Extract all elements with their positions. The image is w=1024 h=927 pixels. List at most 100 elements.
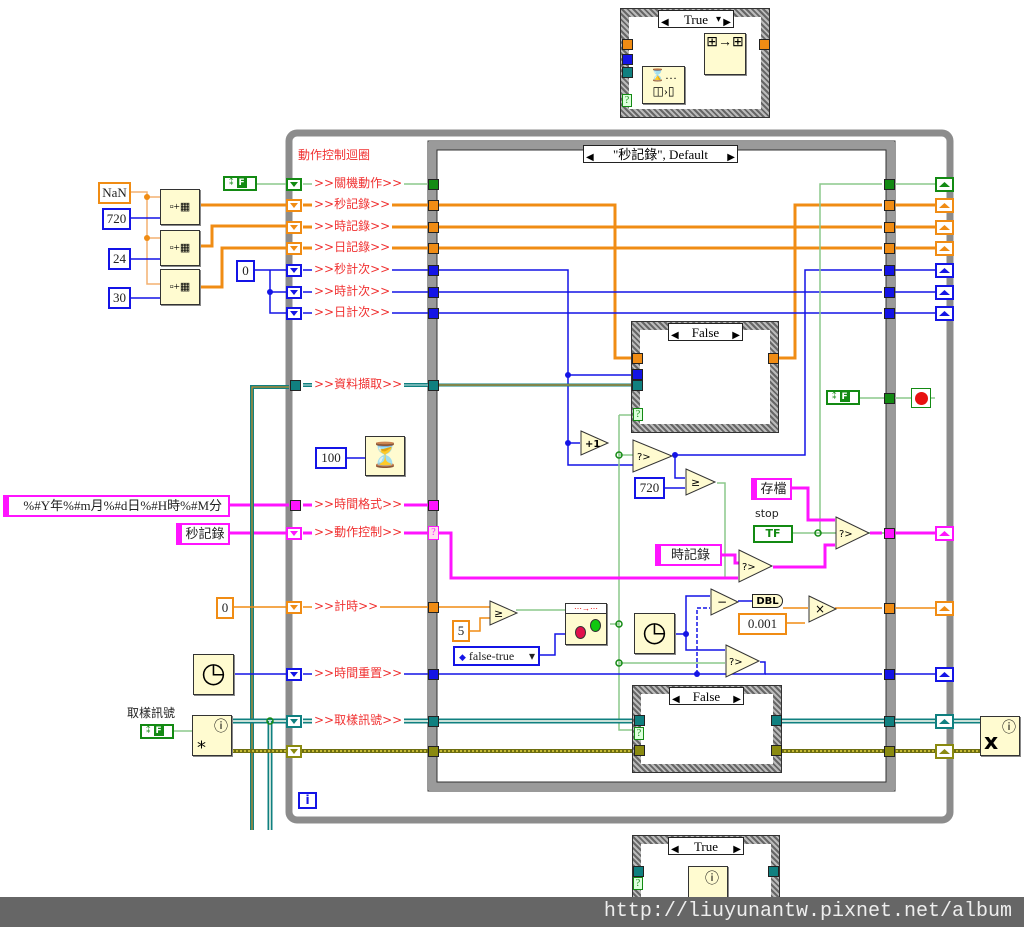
bottom-case-selector[interactable]: ◀ True ▶ bbox=[668, 837, 744, 855]
inner1-tunnel-array-in bbox=[632, 353, 643, 364]
next-case-icon[interactable]: ▶ bbox=[723, 17, 731, 28]
case-tunnel-left-11 bbox=[428, 669, 439, 680]
loop-label: 動作控制迴圈 bbox=[298, 148, 371, 162]
action-init-constant[interactable]: 秒記錄 bbox=[176, 523, 230, 545]
tick-count-node-left[interactable]: ◷ bbox=[193, 654, 234, 695]
inner-case-label-2: False bbox=[692, 689, 721, 704]
dropdown-icon[interactable]: ▾ bbox=[528, 649, 535, 663]
scale-constant[interactable]: 0.001 bbox=[738, 613, 787, 635]
bottom-case-label: True bbox=[693, 839, 719, 854]
shift-register-left-11 bbox=[286, 668, 302, 681]
compare-720-constant[interactable]: 720 bbox=[634, 477, 665, 499]
time-format-constant[interactable]: %#Y年%#m月%#d日%#H時%#M分 bbox=[3, 495, 230, 517]
loop-iteration-terminal: i bbox=[298, 792, 317, 809]
subtract-node[interactable]: − bbox=[710, 588, 740, 616]
edge-mode-enum[interactable]: ◆ false-true ▾ bbox=[453, 646, 540, 666]
top-case-tunnel-array bbox=[622, 39, 633, 50]
shift-register-down-icon bbox=[290, 311, 298, 316]
counter-zero-constant[interactable]: 0 bbox=[236, 260, 255, 282]
to-dbl-node[interactable]: DBL bbox=[752, 594, 783, 608]
boolean-edge-detect-node[interactable]: ⋯→⋯ bbox=[565, 603, 607, 645]
inner-case-selector-1[interactable]: ◀ False ▶ bbox=[668, 323, 743, 341]
shift-register-left-4 bbox=[286, 264, 302, 277]
sample-signal-false-constant[interactable]: ⁑F bbox=[140, 724, 174, 739]
top-case-tunnel-int bbox=[622, 54, 633, 65]
hour-size-constant[interactable]: 24 bbox=[108, 248, 131, 270]
prev-case-icon[interactable]: ◀ bbox=[671, 330, 679, 341]
shift-register-left-7 bbox=[290, 380, 301, 391]
next-case-icon[interactable]: ▶ bbox=[727, 152, 735, 163]
sec-size-constant[interactable]: 720 bbox=[102, 208, 131, 230]
shift-register-label: >>關機動作>> bbox=[312, 176, 405, 190]
shift-register-down-icon bbox=[290, 719, 298, 724]
select-node-action-outer[interactable]: ?> bbox=[835, 516, 871, 550]
prev-case-icon[interactable]: ◀ bbox=[671, 844, 679, 855]
inner-case-selector-2[interactable]: ◀ False ▶ bbox=[669, 687, 744, 705]
edge-mode-value: false-true bbox=[468, 649, 515, 663]
day-size-constant[interactable]: 30 bbox=[108, 287, 131, 309]
select-node-timer[interactable]: ?> bbox=[725, 644, 761, 678]
initialize-array-node-day[interactable]: ▫+▦ bbox=[160, 269, 200, 305]
timer-init-constant[interactable]: 0 bbox=[216, 597, 234, 619]
shutdown-false-constant-inner[interactable]: ⁑F bbox=[826, 390, 860, 405]
shift-register-right-0 bbox=[935, 177, 954, 192]
compare-5-constant[interactable]: 5 bbox=[452, 620, 470, 642]
init-array-icon: ▫+▦ bbox=[169, 242, 191, 254]
increment-node[interactable]: +1 bbox=[580, 430, 610, 456]
release-notifier-node[interactable]: x ⓘ bbox=[980, 716, 1020, 756]
next-case-icon[interactable]: ▶ bbox=[733, 694, 741, 705]
next-case-icon[interactable]: ▶ bbox=[733, 844, 741, 855]
next-case-icon[interactable]: ▶ bbox=[732, 330, 740, 341]
bottom-case-tunnel-notifier-out bbox=[768, 866, 779, 877]
shift-register-right-error bbox=[935, 744, 954, 759]
sample-signal-label: 取樣訊號 bbox=[127, 706, 176, 720]
stop-button-terminal[interactable]: TF bbox=[753, 525, 793, 543]
shutdown-false-constant[interactable]: ⁑F bbox=[223, 176, 257, 191]
while-loop-frame bbox=[285, 129, 954, 824]
shift-register-label: >>日計次>> bbox=[312, 305, 393, 319]
case-dropdown-icon[interactable]: ▾ bbox=[715, 14, 721, 25]
main-case-label: "秒記錄", Default bbox=[612, 147, 709, 162]
tick-count-node-inner[interactable]: ◷ bbox=[634, 613, 675, 654]
prev-case-icon[interactable]: ◀ bbox=[586, 152, 594, 163]
shift-register-up-icon bbox=[939, 225, 950, 230]
main-case-selector[interactable]: ◀ "秒記錄", Default ▶ bbox=[583, 145, 738, 163]
init-array-icon: ▫+▦ bbox=[169, 281, 191, 293]
prev-case-icon[interactable]: ◀ bbox=[661, 17, 669, 28]
case-tunnel-right-11 bbox=[884, 669, 895, 680]
hour-record-constant[interactable]: 時記錄 bbox=[655, 544, 722, 566]
top-case-tunnel-cluster bbox=[622, 67, 633, 78]
prev-case-icon[interactable]: ◀ bbox=[672, 694, 680, 705]
case-tunnel-right-12 bbox=[884, 716, 895, 727]
create-notifier-node[interactable]: ⁎ ⓘ bbox=[192, 715, 232, 756]
initialize-array-node-sec[interactable]: ▫+▦ bbox=[160, 189, 200, 225]
unbundle-cluster-node[interactable]: ⌛…◫›▯ bbox=[642, 66, 685, 104]
stop-label: stop bbox=[755, 507, 779, 520]
inner-case-label-1: False bbox=[691, 325, 720, 340]
multiply-node[interactable]: × bbox=[808, 595, 838, 623]
greater-equal-node-5[interactable]: ≥ bbox=[489, 600, 519, 626]
select-node-counter[interactable]: ?> bbox=[632, 439, 674, 473]
svg-text:×: × bbox=[815, 602, 825, 616]
nan-constant[interactable]: NaN bbox=[98, 182, 131, 204]
shift-register-left-0 bbox=[286, 178, 302, 191]
inner2-tunnel-notifier-in bbox=[634, 715, 645, 726]
greater-equal-node-720[interactable]: ≥ bbox=[685, 468, 717, 496]
wait-ms-constant[interactable]: 100 bbox=[315, 447, 347, 469]
stopwatch-icon: ◷ bbox=[201, 658, 226, 689]
shift-register-right-3 bbox=[935, 241, 954, 256]
wait-ms-node[interactable]: ⏳ bbox=[365, 436, 405, 476]
save-file-constant[interactable]: 存檔 bbox=[751, 478, 792, 500]
case-tunnel-right-5 bbox=[884, 287, 895, 298]
shift-register-down-icon bbox=[290, 182, 298, 187]
shift-register-down-icon bbox=[290, 531, 298, 536]
shift-register-left-8 bbox=[290, 500, 301, 511]
shift-register-left-6 bbox=[286, 307, 302, 320]
select-node-action-inner[interactable]: ?> bbox=[738, 549, 774, 583]
shift-register-down-icon bbox=[290, 203, 298, 208]
shift-register-up-icon bbox=[939, 290, 950, 295]
top-case-selector[interactable]: ◀ True ▾ ▶ bbox=[658, 10, 734, 28]
replace-array-subset-node[interactable]: ⊞→⊞ bbox=[704, 33, 746, 75]
case-tunnel-right-9 bbox=[884, 528, 895, 539]
initialize-array-node-hour[interactable]: ▫+▦ bbox=[160, 230, 200, 266]
